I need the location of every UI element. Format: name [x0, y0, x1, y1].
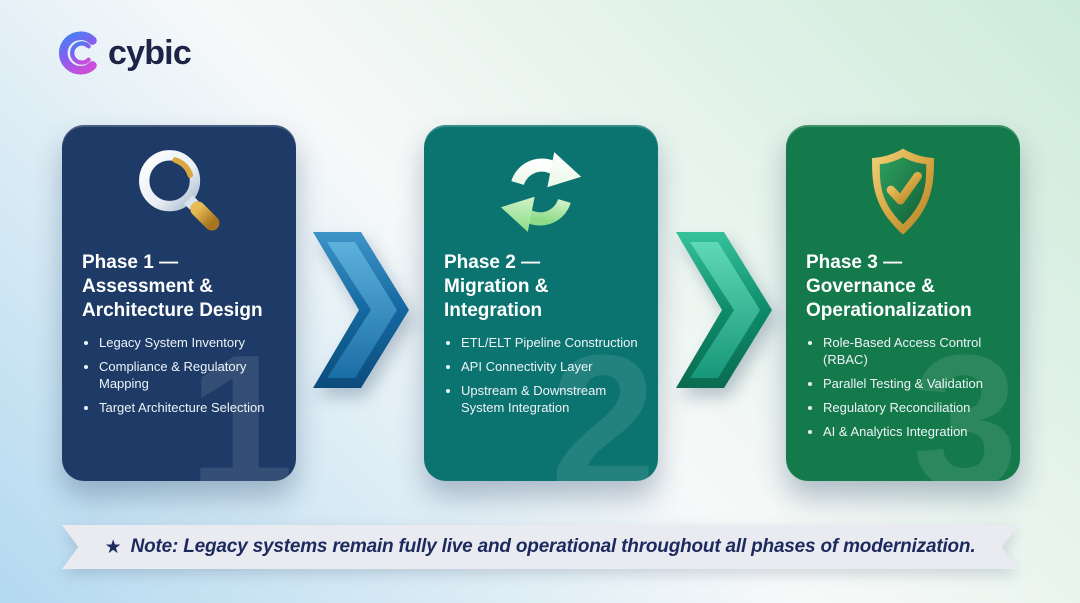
- bullet-item: Compliance & Regulatory Mapping: [99, 359, 276, 393]
- phase-1-bullets: Legacy System Inventory Compliance & Reg…: [82, 335, 276, 417]
- phase-1-title: Phase 1 — Assessment & Architecture Desi…: [82, 252, 263, 322]
- bullet-item: Parallel Testing & Validation: [823, 376, 1000, 393]
- phase-2-card: 2: [424, 125, 658, 481]
- star-icon: ★: [104, 536, 122, 558]
- arrow-1-icon: [311, 230, 411, 390]
- bullet-item: Upstream & Downstream System Integration: [461, 383, 638, 417]
- phase-2-bullets: ETL/ELT Pipeline Construction API Connec…: [444, 335, 638, 417]
- brand-logo: cybic: [57, 30, 192, 76]
- bullet-item: Regulatory Reconciliation: [823, 400, 1000, 417]
- bullet-item: Target Architecture Selection: [99, 400, 276, 417]
- bullet-item: Legacy System Inventory: [99, 335, 276, 352]
- phase-1-card: 1 Phase 1: [62, 125, 296, 481]
- bullet-item: AI & Analytics Integration: [823, 424, 1000, 441]
- sync-arrows-icon: [444, 141, 638, 243]
- phase-3-title: Phase 3 — Governance & Operationalizatio…: [806, 252, 972, 322]
- arrow-2-icon: [674, 230, 774, 390]
- bullet-item: Role-Based Access Control (RBAC): [823, 335, 1000, 369]
- bullet-item: API Connectivity Layer: [461, 359, 638, 376]
- bullet-item: ETL/ELT Pipeline Construction: [461, 335, 638, 352]
- phase-3-bullets: Role-Based Access Control (RBAC) Paralle…: [806, 335, 1000, 440]
- phase-2-title: Phase 2 — Migration & Integration: [444, 252, 549, 322]
- shield-check-icon: [806, 141, 1000, 243]
- note-ribbon: ★ Note: Legacy systems remain fully live…: [62, 525, 1018, 569]
- brand-name: cybic: [108, 33, 192, 72]
- cybic-logo-icon: [57, 30, 103, 76]
- magnifier-icon: [82, 141, 276, 243]
- note-text: Note: Legacy systems remain fully live a…: [130, 536, 976, 557]
- note-banner: ★ Note: Legacy systems remain fully live…: [62, 525, 1018, 569]
- phase-3-card: 3 Phase 3 — Govern: [786, 125, 1020, 481]
